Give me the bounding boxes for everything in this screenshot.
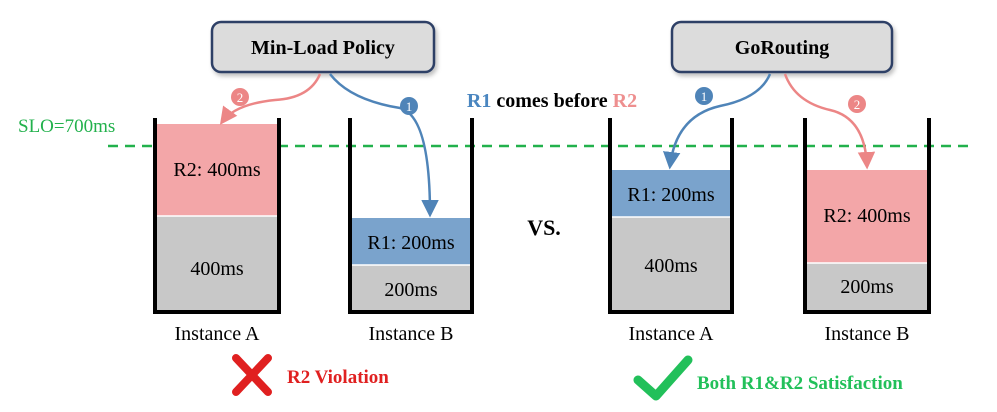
right-b-label: Instance B — [825, 323, 910, 345]
right-arrow-r1 — [662, 73, 772, 170]
satisfaction-text: Both R1&R2 Satisfaction — [697, 373, 903, 394]
left-instance-b: R1: 200ms 200ms Instance B — [348, 118, 474, 345]
left-b-base-block — [352, 265, 470, 310]
left-arrow-r1 — [329, 73, 439, 218]
right-a-label: Instance A — [629, 323, 715, 345]
right-b-container — [803, 118, 931, 314]
check-mark-icon — [633, 355, 693, 401]
left-instance-a: R2: 400ms 400ms Instance A — [153, 118, 281, 345]
right-arrow-r2 — [783, 73, 876, 170]
right-badge-2: 2 — [848, 95, 866, 113]
right-a-container — [608, 118, 734, 314]
left-a-base-block — [157, 216, 277, 310]
left-policy-label: Min-Load Policy — [251, 37, 395, 59]
violation-text: R2 Violation — [287, 367, 389, 388]
right-a-base-text: 400ms — [644, 255, 698, 277]
right-instance-a: R1: 200ms 400ms Instance A — [608, 118, 734, 345]
left-a-container — [153, 118, 281, 314]
svg-text:1: 1 — [406, 99, 413, 114]
left-a-label: Instance A — [175, 323, 261, 345]
right-b-request-text: R2: 400ms — [823, 205, 910, 227]
vs-label: VS. — [527, 215, 561, 240]
left-policy-box: Min-Load Policy — [210, 20, 436, 74]
left-a-request-text: R2: 400ms — [173, 159, 260, 181]
svg-text:2: 2 — [854, 97, 861, 112]
left-badge-2: 2 — [231, 88, 249, 106]
left-arrow-r2 — [219, 73, 322, 125]
svg-text:2: 2 — [237, 90, 244, 105]
right-b-request-block — [807, 170, 927, 263]
right-b-base-text: 200ms — [840, 276, 894, 298]
left-b-request-block — [352, 218, 470, 265]
right-instance-b: R2: 400ms 200ms Instance B — [803, 118, 931, 345]
right-policy-box: GoRouting — [670, 20, 894, 74]
left-b-label: Instance B — [369, 323, 454, 345]
left-b-request-text: R1: 200ms — [367, 232, 454, 254]
x-mark-icon — [232, 354, 272, 396]
right-badge-1: 1 — [695, 87, 713, 105]
right-a-base-block — [612, 217, 730, 310]
left-a-request-block — [157, 124, 277, 216]
slo-label: SLO=700ms — [18, 116, 115, 137]
left-b-base-text: 200ms — [384, 279, 438, 301]
left-b-container — [348, 118, 474, 314]
right-a-request-text: R1: 200ms — [627, 184, 714, 206]
left-badge-1: 1 — [400, 97, 418, 115]
right-a-request-block — [612, 170, 730, 217]
svg-text:1: 1 — [701, 89, 708, 104]
order-note: R1 comes before R2 — [467, 90, 637, 112]
right-b-base-block — [807, 263, 927, 310]
right-policy-label: GoRouting — [735, 37, 829, 59]
left-a-base-text: 400ms — [190, 258, 244, 280]
